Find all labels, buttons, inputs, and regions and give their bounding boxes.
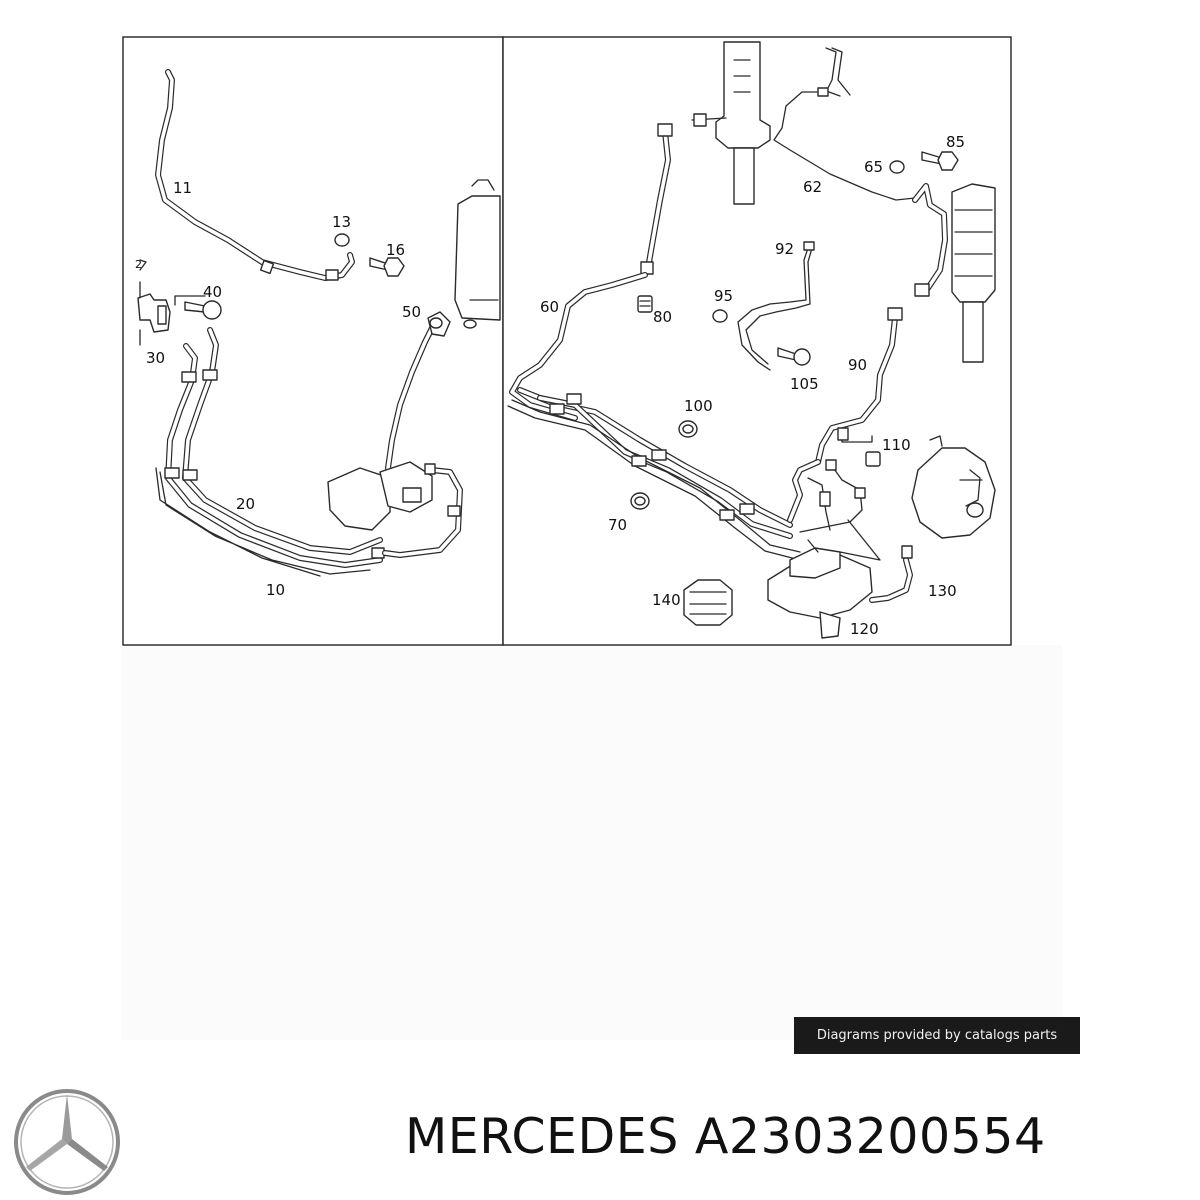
label-62: 62 <box>803 178 822 196</box>
grommet-100 <box>678 420 698 438</box>
bolt-105 <box>777 347 811 366</box>
hose-50 <box>385 311 451 471</box>
valve-block-left <box>327 461 463 558</box>
label-10: 10 <box>266 581 285 599</box>
label-11: 11 <box>173 179 192 197</box>
line-11 <box>155 69 355 281</box>
label-140: 140 <box>652 591 681 609</box>
label-70: 70 <box>608 516 627 534</box>
strut-front-left <box>691 41 771 205</box>
label-2: 2 <box>135 258 142 271</box>
bolt-85 <box>921 151 959 171</box>
label-90: 90 <box>848 356 867 374</box>
label-120: 120 <box>850 620 879 638</box>
label-13: 13 <box>332 213 351 231</box>
line-92 <box>737 241 815 371</box>
label-16: 16 <box>386 241 405 259</box>
seal-13 <box>334 233 350 247</box>
label-30: 30 <box>146 349 165 367</box>
pump-housing <box>911 435 996 539</box>
label-105: 105 <box>790 375 819 393</box>
label-92: 92 <box>775 240 794 258</box>
left-panel-frame <box>122 36 504 646</box>
plug-80 <box>637 295 653 313</box>
valve-block-right <box>767 519 913 639</box>
label-80: 80 <box>653 308 672 326</box>
label-130: 130 <box>928 582 957 600</box>
page-title: MERCEDES A2303200554 <box>405 1108 1046 1165</box>
label-65: 65 <box>864 158 883 176</box>
bolt-16 <box>369 257 405 277</box>
label-95: 95 <box>714 287 733 305</box>
grommet-70 <box>630 492 650 510</box>
mercedes-star-icon <box>14 1089 120 1195</box>
main-bundle-right <box>507 387 866 561</box>
block-140 <box>683 579 733 626</box>
label-110: 110 <box>882 436 911 454</box>
diagram-credit: Diagrams provided by catalogs parts <box>794 1017 1080 1054</box>
label-100: 100 <box>684 397 713 415</box>
lines-20-10 <box>155 327 385 577</box>
label-60: 60 <box>540 298 559 316</box>
label-40: 40 <box>203 283 222 301</box>
seal-95 <box>712 309 728 323</box>
bolt-40 <box>174 295 222 320</box>
reservoir-left <box>454 179 501 329</box>
label-85: 85 <box>946 133 965 151</box>
line-62 <box>773 47 916 201</box>
line-60 <box>509 123 673 421</box>
diagram-backdrop <box>122 645 1062 1040</box>
label-50: 50 <box>402 303 421 321</box>
part-labels: 11 13 16 2 40 50 30 20 10 60 80 62 65 85… <box>135 133 965 638</box>
seal-65 <box>889 160 905 174</box>
label-20: 20 <box>236 495 255 513</box>
plug-110 <box>837 427 881 467</box>
bracket-30 <box>137 259 171 346</box>
line-90 <box>815 307 903 465</box>
strut-front-right <box>912 183 996 363</box>
